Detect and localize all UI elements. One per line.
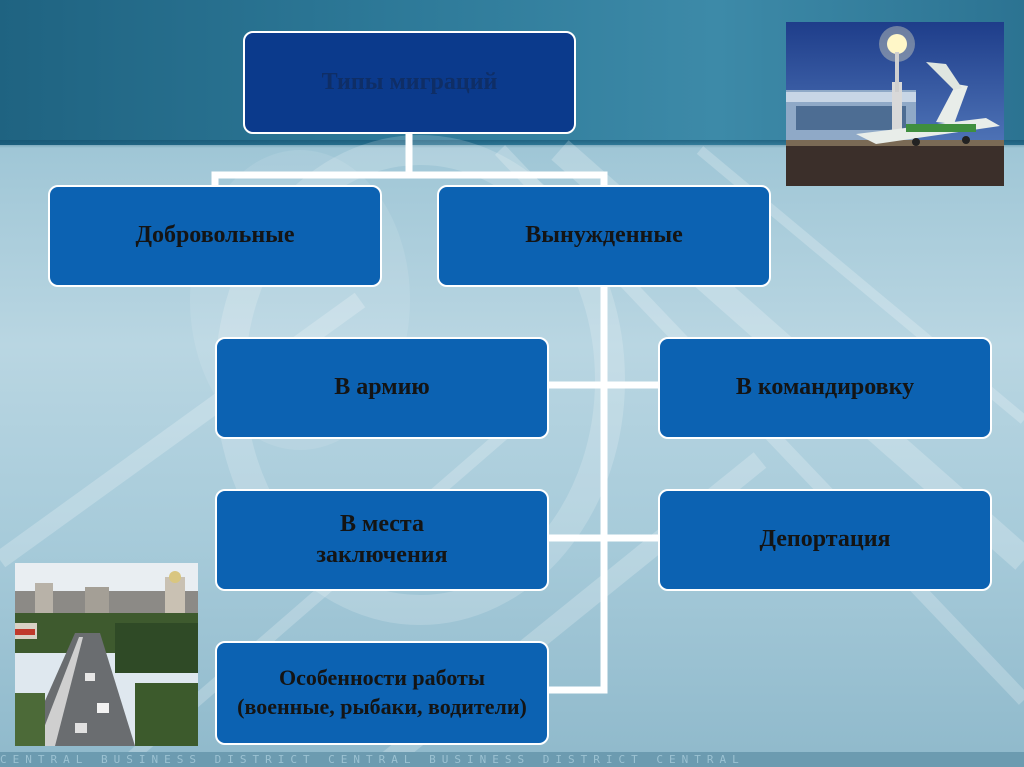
top-band-edge	[0, 140, 1024, 148]
airport-photo	[786, 22, 1004, 186]
footer-watermark: CENTRAL BUSINESS DISTRICT CENTRAL BUSINE…	[0, 752, 1024, 767]
forced-item-deportation-label: Депортация	[759, 526, 891, 553]
category-voluntary: Добровольные	[48, 185, 382, 287]
forced-item-imprisonment-label: В места заключения	[316, 510, 448, 568]
forced-item-work-specifics: Особенности работы (военные, рыбаки, вод…	[215, 641, 549, 745]
category-forced: Вынужденные	[437, 185, 771, 287]
forced-item-army: В армию	[215, 337, 549, 439]
category-voluntary-label: Добровольные	[135, 222, 295, 249]
root-label: Типы миграций	[321, 68, 498, 95]
root-node: Типы миграций	[243, 31, 576, 134]
forced-item-imprisonment: В места заключения	[215, 489, 549, 591]
forced-item-work-specifics-label: Особенности работы (военные, рыбаки, вод…	[237, 665, 527, 719]
city-street-photo	[15, 563, 198, 746]
forced-item-deportation: Депортация	[658, 489, 992, 591]
category-forced-label: Вынужденные	[525, 222, 683, 249]
forced-item-business-trip-label: В командировку	[735, 374, 915, 401]
forced-item-business-trip: В командировку	[658, 337, 992, 439]
forced-item-army-label: В армию	[334, 374, 430, 401]
